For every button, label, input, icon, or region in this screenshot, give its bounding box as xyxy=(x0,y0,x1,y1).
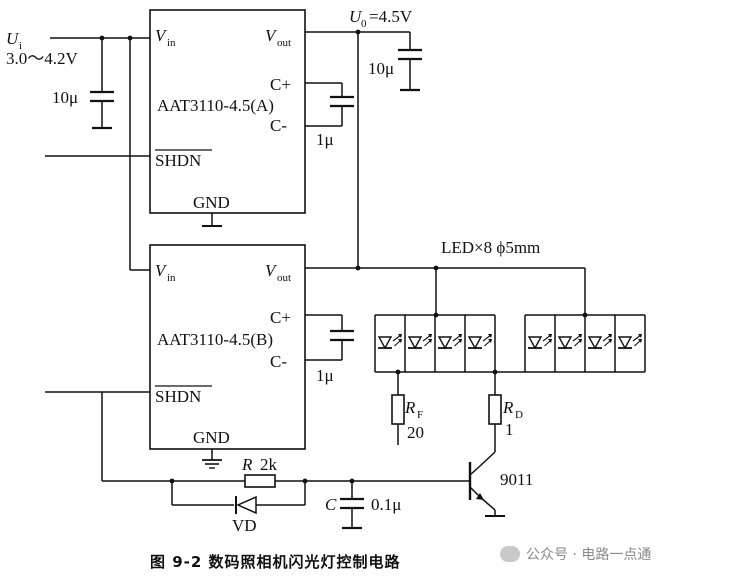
led-array xyxy=(377,334,642,350)
ic-b-cplus: C+ xyxy=(270,308,291,327)
rf-subscript: F xyxy=(417,409,423,421)
resistor-r xyxy=(244,474,276,488)
cap-output-label: 10μ xyxy=(368,59,394,78)
input-voltage-subscript: i xyxy=(19,40,22,52)
ic-a-cplus: C+ xyxy=(270,75,291,94)
ic-a-name: AAT3110-4.5(A) xyxy=(157,96,274,115)
ic-a-vin-sub: in xyxy=(167,37,176,49)
ic-b-vin: V xyxy=(155,261,168,280)
r-value: 2k xyxy=(260,455,278,474)
led-icon xyxy=(527,334,552,350)
ic-a-vout-sub: out xyxy=(277,37,291,49)
ic-a-box xyxy=(149,9,306,214)
rd-subscript: D xyxy=(515,409,523,421)
output-voltage-symbol: U xyxy=(349,7,363,26)
resistor-rd xyxy=(488,394,502,425)
rf-symbol: R xyxy=(404,398,416,417)
rd-value: 1 xyxy=(505,420,514,439)
cap-fly-b-label: 1μ xyxy=(316,366,334,385)
wires xyxy=(45,31,646,528)
ic-b-vout-sub: out xyxy=(277,272,291,284)
diode-icon xyxy=(235,495,257,515)
ic-a-gnd: GND xyxy=(193,193,230,212)
led-icon xyxy=(587,334,612,350)
capacitor-output xyxy=(398,48,422,92)
r-symbol: R xyxy=(241,455,253,474)
ic-b-vin-sub: in xyxy=(167,272,176,284)
ic-a-cminus: C- xyxy=(270,116,287,135)
cap-fly-a-label: 1μ xyxy=(316,130,334,149)
ic-a-vin: V xyxy=(155,26,168,45)
output-voltage-value: =4.5V xyxy=(369,7,413,26)
capacitor-fly-b xyxy=(330,329,354,342)
capacitor-base xyxy=(340,497,364,530)
ic-a-vout: V xyxy=(265,26,278,45)
ic-b-gnd: GND xyxy=(193,428,230,447)
led-icon xyxy=(617,334,642,350)
ic-b-name: AAT3110-4.5(B) xyxy=(157,330,273,349)
cap-base-symbol: C xyxy=(325,495,337,514)
led-icon xyxy=(407,334,432,350)
cap-base-value: 0.1μ xyxy=(371,495,401,514)
rf-value: 20 xyxy=(407,423,424,442)
rd-symbol: R xyxy=(502,398,514,417)
ic-b-box xyxy=(149,244,306,450)
output-voltage-subscript: 0 xyxy=(361,18,367,30)
input-voltage-range: 3.0～4.2V xyxy=(6,49,78,68)
figure-caption: 图 9-2 数码照相机闪光灯控制电路 xyxy=(150,553,401,571)
ic-b-cminus: C- xyxy=(270,352,287,371)
watermark: 公众号 · 电路一点通 xyxy=(500,544,651,564)
led-icon xyxy=(377,334,402,350)
wechat-icon xyxy=(500,546,520,562)
diode-label: VD xyxy=(232,516,257,535)
ground-icon xyxy=(202,459,222,469)
cap-input-label: 10μ xyxy=(52,88,78,107)
input-voltage-symbol: U xyxy=(6,29,20,48)
ic-b-vout: V xyxy=(265,261,278,280)
ic-a-shdn: SHDN xyxy=(155,151,201,170)
capacitor-input xyxy=(90,90,114,130)
resistor-rf xyxy=(391,394,405,425)
capacitor-fly-a xyxy=(330,95,354,108)
ic-b-shdn: SHDN xyxy=(155,387,201,406)
watermark-text: 公众号 · 电路一点通 xyxy=(526,547,652,563)
transistor-icon xyxy=(468,462,484,500)
led-icon xyxy=(467,334,492,350)
led-icon xyxy=(437,334,462,350)
transistor-label: 9011 xyxy=(500,470,533,489)
led-icon xyxy=(557,334,582,350)
led-label: LED×8 ϕ5mm xyxy=(441,238,540,257)
junction-dots xyxy=(99,29,588,484)
